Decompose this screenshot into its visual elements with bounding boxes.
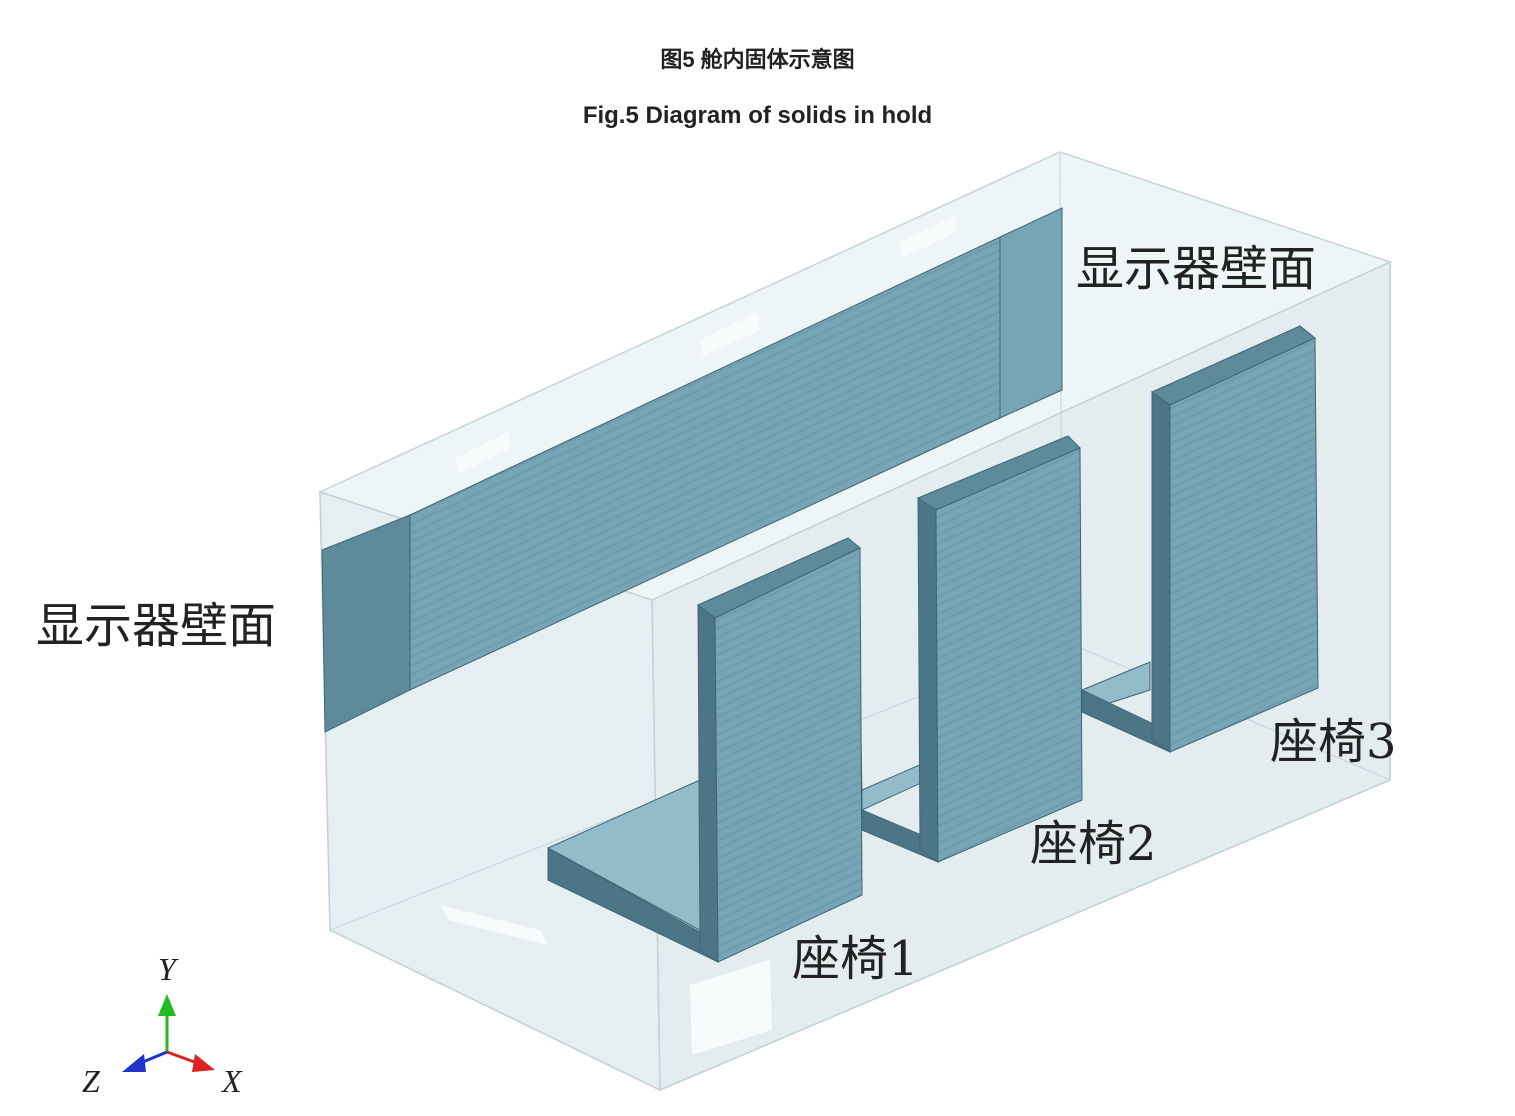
vent: [690, 960, 772, 1055]
y-axis-label: Y: [158, 951, 179, 987]
seat-3: [1081, 325, 1319, 753]
seat-3-back-front: [1169, 337, 1319, 753]
figure-caption-cn: 图5 舱内固体示意图: [660, 47, 855, 72]
z-axis-label: Z: [82, 1063, 101, 1099]
vent: [440, 905, 548, 945]
seat-1-back-front: [714, 547, 863, 963]
figure-caption-en: Fig.5 Diagram of solids in hold: [582, 102, 933, 129]
display-wall-label-right: 显示器壁面: [1076, 241, 1316, 297]
z-axis-arrowhead: [122, 1054, 146, 1072]
seat-3-back-side: [1151, 391, 1171, 753]
seat-2: [861, 435, 1083, 863]
display-wall-panel-left: [321, 514, 411, 733]
x-axis-label: X: [220, 1063, 243, 1099]
y-axis-arrowhead: [158, 994, 176, 1016]
seat-1: [546, 537, 863, 963]
seat-2-back-front: [935, 447, 1083, 863]
vent: [455, 432, 510, 474]
display-wall: [321, 207, 1063, 733]
seat-3-label: 座椅3: [1270, 714, 1397, 770]
seat-2-back-side: [917, 497, 939, 863]
vent: [700, 312, 760, 356]
seat-2-label: 座椅2: [1030, 816, 1157, 872]
seat-1-label: 座椅1: [792, 931, 919, 987]
coordinate-axes: Y X Z: [82, 951, 243, 1099]
vent: [900, 216, 957, 258]
display-wall-panel-right: [999, 207, 1063, 419]
x-axis-arrowhead: [192, 1054, 215, 1072]
display-wall-label-left: 显示器壁面: [36, 598, 276, 654]
